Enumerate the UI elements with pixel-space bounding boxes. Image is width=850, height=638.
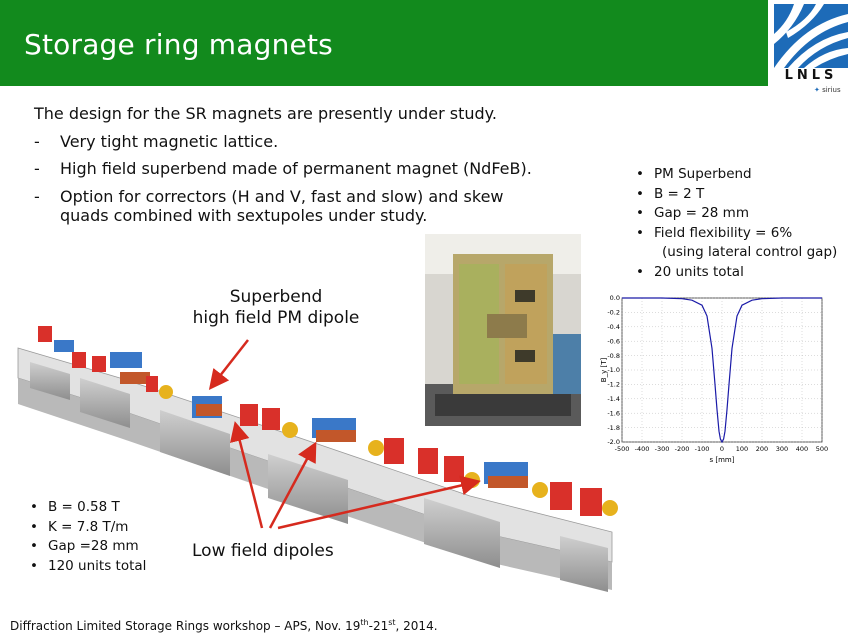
y-tick-label: 0.0 <box>610 294 620 302</box>
footer: Diffraction Limited Storage Rings worksh… <box>10 618 438 633</box>
arrow-to-superbend <box>208 339 249 390</box>
dash-item-text: Very tight magnetic lattice. <box>60 132 279 152</box>
y-tick-label: -0.8 <box>607 352 620 360</box>
x-tick-label: 500 <box>816 445 828 453</box>
x-tick-label: -300 <box>655 445 670 453</box>
dash-marker: - <box>34 159 40 179</box>
x-tick-label: 400 <box>796 445 808 453</box>
low-field-callout: Low field dipoles <box>192 541 334 561</box>
logo-subtitle-text: sirius <box>822 86 841 94</box>
intro-text: The design for the SR magnets are presen… <box>34 104 497 123</box>
field-profile-chart: -500 -400 -300 -200 -100 0 100 200 300 400 500 0.0 -… <box>600 294 828 464</box>
footer-prefix: Diffraction Limited Storage Rings worksh… <box>10 619 361 633</box>
x-tick-label: 100 <box>736 445 748 453</box>
spec-item: K = 7.8 T/m <box>30 518 190 538</box>
x-tick-label: -100 <box>695 445 710 453</box>
footer-mid: -21 <box>368 619 389 633</box>
arrow-to-dipole <box>230 421 264 529</box>
superbend-callout-line1: Superbend <box>229 287 323 307</box>
y-tick-label: -1.6 <box>607 409 620 417</box>
superbend-callout-line2: high field PM dipole <box>192 308 360 329</box>
y-axis-label: B_y [T] <box>600 358 608 383</box>
y-tick-label: -1.4 <box>607 395 620 403</box>
y-tick-label: -1.2 <box>607 381 620 389</box>
logo-letters: LNLS <box>784 68 838 83</box>
y-tick-label: -0.2 <box>607 309 620 317</box>
footer-sup1: th <box>360 618 369 627</box>
slide-title: Storage ring magnets <box>24 28 333 61</box>
footer-suffix: , 2014. <box>395 619 438 633</box>
x-tick-label: -400 <box>635 445 650 453</box>
dash-item-text: High field superbend made of permanent m… <box>60 159 532 179</box>
spec-item: 120 units total <box>30 557 190 577</box>
y-tick-label: -1.8 <box>607 424 620 432</box>
superbend-specs-list: PM Superbend B = 2 T Gap = 28 mm Field f… <box>636 165 846 282</box>
x-tick-label: 200 <box>756 445 768 453</box>
logo-subtitle: ✦ sirius <box>814 86 841 94</box>
spec-item: B = 0.58 T <box>30 498 190 518</box>
y-tick-label: -0.4 <box>607 323 620 331</box>
dash-item-text: Option for correctors (H and V, fast and… <box>60 186 504 225</box>
low-field-specs-list: B = 0.58 T K = 7.8 T/m Gap =28 mm 120 un… <box>30 498 190 576</box>
x-tick-label: 0 <box>720 445 724 453</box>
x-tick-label: 300 <box>776 445 788 453</box>
dash-marker: - <box>34 186 40 206</box>
lnls-emblem-icon <box>774 4 848 68</box>
y-tick-label: -1.0 <box>607 366 620 374</box>
spec-item: 20 units total <box>636 263 846 283</box>
dash-item: -Option for correctors (H and V, fast an… <box>34 187 594 225</box>
spec-item: Field flexibility = 6% <box>636 224 846 244</box>
spec-item: B = 2 T <box>636 185 846 205</box>
x-axis-label: s [mm] <box>710 456 735 464</box>
dash-item: -High field superbend made of permanent … <box>34 159 594 178</box>
dash-item: -Very tight magnetic lattice. <box>34 132 594 151</box>
spec-item-note: (using lateral control gap) <box>662 244 838 261</box>
title-bar: Storage ring magnets <box>0 0 768 86</box>
spec-item: Gap = 28 mm <box>636 204 846 224</box>
y-tick-label: -2.0 <box>607 438 620 446</box>
field-curve <box>622 297 822 444</box>
y-tick-label: -0.6 <box>607 337 620 345</box>
arrow-to-dipole <box>268 441 317 529</box>
magnet-blocks <box>38 326 618 516</box>
arrow-to-dipole <box>277 475 481 530</box>
superbend-callout: Superbend high field PM dipole <box>186 287 366 330</box>
spec-item: PM Superbend <box>636 165 846 185</box>
superbend-photo <box>425 234 581 426</box>
x-tick-label: -500 <box>615 445 630 453</box>
footer-sup2: st <box>388 618 396 627</box>
lnls-logo: LNLS ✦ sirius <box>770 0 850 98</box>
spec-item: Gap =28 mm <box>30 537 190 557</box>
x-tick-label: -200 <box>675 445 690 453</box>
main-text-block: The design for the SR magnets are presen… <box>34 104 594 233</box>
dash-marker: - <box>34 132 40 152</box>
